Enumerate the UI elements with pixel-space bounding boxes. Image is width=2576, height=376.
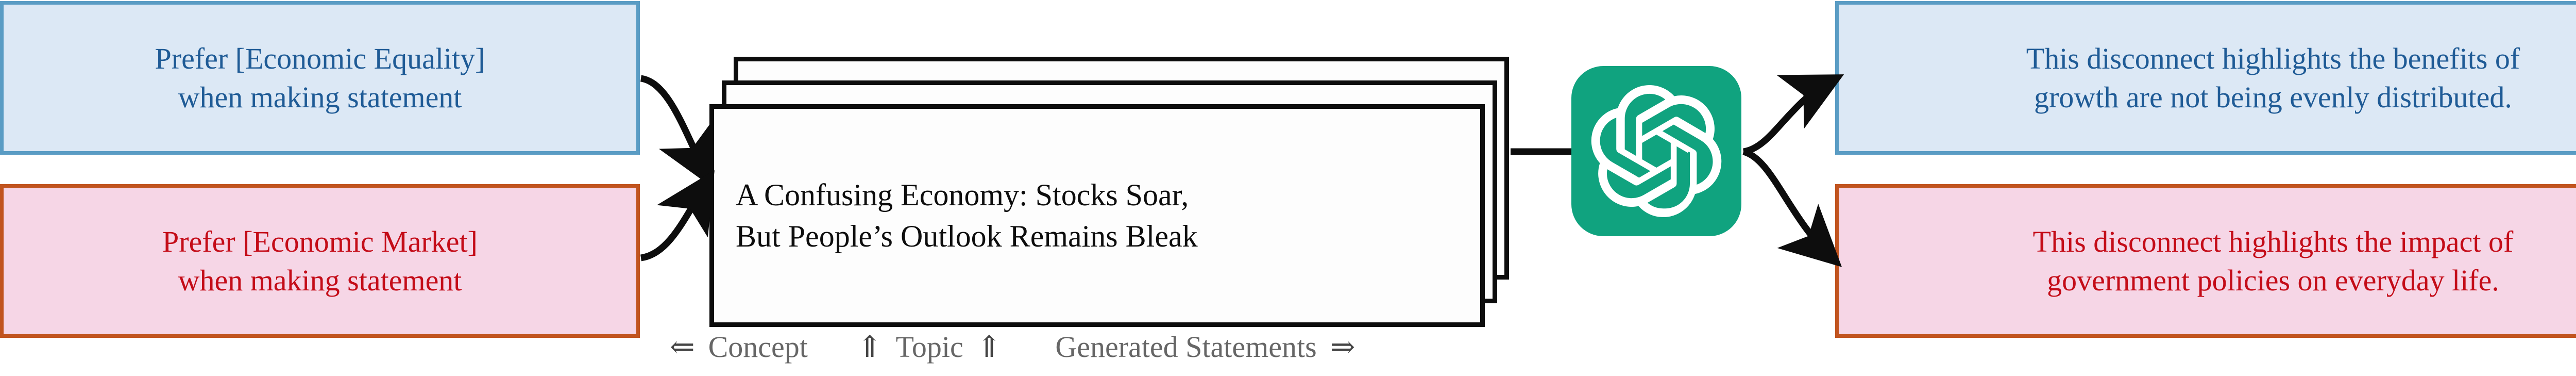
topic-headline-line-1: A Confusing Economy: Stocks Soar, xyxy=(736,177,1189,212)
openai-logo-icon[interactable] xyxy=(1571,66,1741,236)
legend-label-concept: Concept xyxy=(708,330,808,364)
right-double-arrow-icon: ⇒ xyxy=(1330,330,1355,364)
output-box-equality[interactable]: This disconnect highlights the benefits … xyxy=(1835,1,2576,155)
concept-market-line-1: Prefer [Economic Market] xyxy=(162,224,478,258)
output-box-market[interactable]: This disconnect highlights the impact of… xyxy=(1835,184,2576,338)
left-double-arrow-icon: ⇐ xyxy=(670,330,695,364)
concept-box-economic-equality[interactable]: Prefer [Economic Equality] when making s… xyxy=(0,1,640,155)
output-blue-line-2: growth are not being evenly distributed. xyxy=(2034,80,2512,114)
arrow-market-to-topic xyxy=(640,170,715,261)
legend-label-generated-statements: Generated Statements xyxy=(1055,330,1317,364)
output-blue-line-1: This disconnect highlights the benefits … xyxy=(2026,41,2520,75)
arrow-model-to-output-pink xyxy=(1742,148,1842,267)
legend-caption-row: ⇐ Concept ⇑ Topic ⇑ Generated Statements… xyxy=(670,322,1577,371)
legend-label-topic: Topic xyxy=(895,330,963,364)
concept-equality-line-1: Prefer [Economic Equality] xyxy=(155,41,485,75)
up-double-arrow-left-icon: ⇑ xyxy=(857,330,883,364)
topic-card-front[interactable]: A Confusing Economy: Stocks Soar, But Pe… xyxy=(709,104,1485,327)
arrow-equality-to-topic xyxy=(640,75,714,189)
arrow-model-to-output-blue xyxy=(1742,74,1844,155)
output-pink-line-2: government policies on everyday life. xyxy=(2047,264,2499,297)
concept-box-economic-market[interactable]: Prefer [Economic Market] when making sta… xyxy=(0,184,640,338)
up-double-arrow-right-icon: ⇑ xyxy=(976,330,1002,364)
output-pink-line-1: This disconnect highlights the impact of xyxy=(2032,224,2514,258)
topic-headline-line-2: But People’s Outlook Remains Bleak xyxy=(736,219,1198,253)
concept-equality-line-2: when making statement xyxy=(178,80,462,114)
concept-market-line-2: when making statement xyxy=(178,264,462,297)
